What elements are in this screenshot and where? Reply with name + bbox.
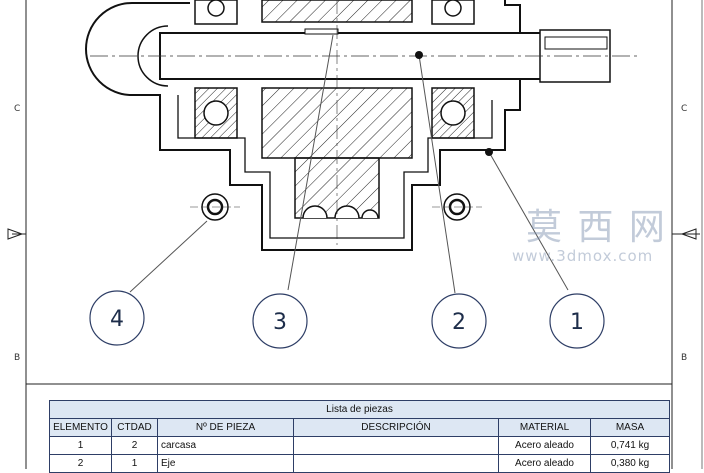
housing-left-lobe-inner — [137, 25, 169, 87]
cell-elemento: 2 — [49, 454, 112, 473]
leader-dot — [415, 51, 423, 59]
shaft-key — [304, 28, 339, 35]
balloon-4[interactable]: 4 — [89, 290, 145, 346]
balloon-2-label: 2 — [452, 310, 466, 335]
gear-body — [261, 87, 413, 159]
balloon-3[interactable]: 3 — [252, 293, 308, 349]
cell-numero-pieza: Eje — [157, 454, 294, 473]
cell-ctdad: 2 — [111, 436, 158, 455]
column-header-elemento: ELEMENTO — [49, 418, 112, 437]
cell-masa: 0,380 kg — [589, 454, 671, 473]
cell-descripcion — [293, 436, 499, 455]
column-header-numero-pieza: Nº DE PIEZA — [157, 418, 294, 437]
balloon-3-label: 3 — [273, 310, 287, 335]
column-header-material: MATERIAL — [498, 418, 591, 437]
zone-letter-right-c: C — [681, 104, 688, 114]
cell-numero-pieza: carcasa — [157, 436, 294, 455]
balloon-1-label: 1 — [570, 310, 584, 335]
cell-ctdad: 1 — [111, 454, 158, 473]
parts-list-title: Lista de piezas — [48, 400, 671, 419]
cell-material: Acero aleado — [498, 436, 591, 455]
balloon-4-label: 4 — [110, 307, 124, 332]
housing-left-lobe — [85, 1, 190, 96]
cell-masa: 0,741 kg — [589, 436, 671, 455]
cell-descripcion — [293, 454, 499, 473]
column-header-ctdad: CTDAD — [111, 418, 158, 437]
centering-arrow-right — [680, 228, 697, 240]
zone-letter-right-b: B — [681, 353, 688, 363]
parts-list-header: ELEMENTO CTDAD Nº DE PIEZA DESCRIPCIÓN M… — [49, 418, 671, 437]
table-row[interactable]: 2 1 Eje Acero aleado 0,380 kg — [49, 454, 671, 473]
bearing-ball — [207, 0, 225, 17]
leader-dot — [485, 148, 493, 156]
leader-lines — [129, 34, 569, 294]
column-header-masa: MASA — [589, 418, 671, 437]
watermark-glyphs: 莫 西 网 — [526, 207, 667, 248]
cell-elemento: 1 — [49, 436, 112, 455]
bearing-ball — [203, 100, 229, 126]
zone-letter-left-b: B — [14, 353, 21, 363]
column-header-descripcion: DESCRIPCIÓN — [293, 418, 499, 437]
gear-tooth-arcs — [302, 205, 379, 219]
zone-letter-left-c: C — [14, 104, 21, 114]
cell-material: Acero aleado — [498, 454, 591, 473]
parts-list-table: Lista de piezas ELEMENTO CTDAD Nº DE PIE… — [48, 400, 671, 473]
table-row[interactable]: 1 2 carcasa Acero aleado 0,741 kg — [49, 436, 671, 455]
watermark-url: www.3dmox.com — [512, 247, 654, 265]
shaft-keyway — [544, 36, 608, 50]
balloon-2[interactable]: 2 — [431, 293, 487, 349]
bearing-ball — [440, 100, 466, 126]
bearing-ball — [444, 0, 462, 17]
balloon-1[interactable]: 1 — [549, 293, 605, 349]
centering-arrow-left — [7, 228, 24, 240]
